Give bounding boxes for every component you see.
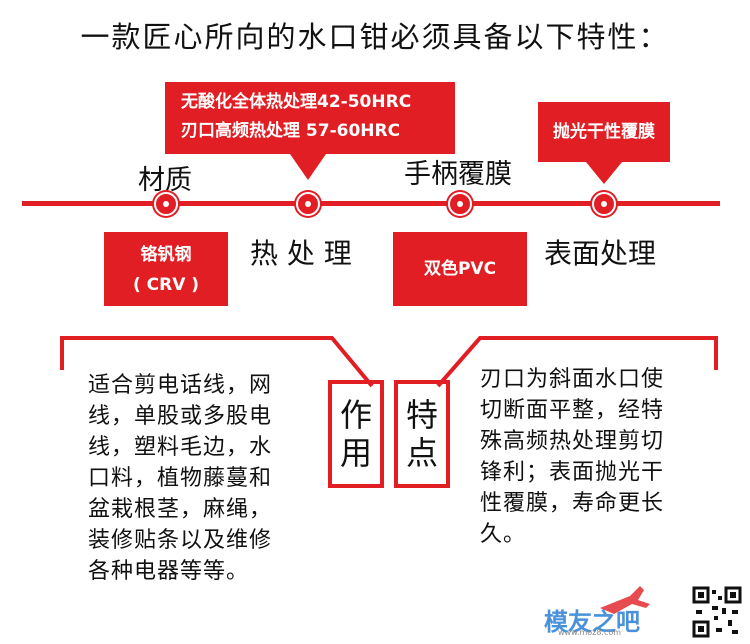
qr-code-icon bbox=[692, 586, 742, 638]
use-text-line: 各种电器等等。 bbox=[88, 559, 250, 584]
label-surface-treatment: 表面处理 bbox=[544, 237, 657, 270]
timeline-dot-heat bbox=[296, 192, 320, 216]
use-label-box: 作 用 bbox=[328, 380, 384, 488]
heat-callout-line-1: 无酸化全体热处理42-50HRC bbox=[181, 92, 412, 112]
feature-text-line: 刃口为斜面水口使 bbox=[480, 367, 665, 392]
material-callout: 铬钒钢 ( CRV ) bbox=[104, 232, 228, 306]
use-text-line: 口料，植物藤蔓和 bbox=[88, 466, 273, 491]
use-bracket-line bbox=[60, 336, 374, 388]
timeline-dot-surface bbox=[592, 192, 616, 216]
timeline-line bbox=[22, 201, 720, 206]
material-callout-line-2: ( CRV ) bbox=[132, 275, 200, 295]
label-handle-coating: 手柄覆膜 bbox=[404, 159, 512, 190]
page-title: 一款匠心所向的水口钳必须具备以下特性： bbox=[80, 20, 670, 54]
use-description: 适合剪电话线，网 线，单股或多股电 线，塑料毛边，水 口料，植物藤蔓和 盆栽根茎… bbox=[88, 370, 328, 587]
use-text-line: 线，塑料毛边，水 bbox=[88, 435, 273, 460]
airplane-icon bbox=[600, 586, 650, 614]
watermark-url: www.moz8.com bbox=[558, 628, 622, 637]
timeline-dot-material bbox=[154, 192, 178, 216]
feature-bracket-line bbox=[436, 336, 718, 388]
feature-text-line: 久。 bbox=[480, 522, 527, 547]
feature-text-line: 殊高频热处理剪切 bbox=[480, 429, 665, 454]
timeline-dot-handle bbox=[448, 192, 472, 216]
qr-code[interactable] bbox=[692, 586, 742, 638]
feature-label-box: 特 点 bbox=[394, 380, 450, 488]
use-text-line: 盆栽根茎，麻绳， bbox=[88, 497, 273, 522]
label-heat-treatment: 热 处 理 bbox=[250, 237, 352, 270]
feature-bracket bbox=[430, 330, 720, 390]
feature-label-char-2: 点 bbox=[405, 434, 438, 472]
feature-text-line: 性覆膜，寿命更长 bbox=[480, 491, 665, 516]
use-text-line: 适合剪电话线，网 bbox=[88, 373, 273, 398]
use-label-char-2: 用 bbox=[339, 434, 372, 472]
heat-callout-pointer bbox=[290, 154, 326, 180]
use-text-line: 线，单股或多股电 bbox=[88, 404, 273, 429]
surface-callout: 抛光干性覆膜 bbox=[538, 102, 670, 162]
use-bracket bbox=[60, 330, 390, 390]
use-label-char-1: 作 bbox=[339, 396, 372, 434]
heat-treatment-callout: 无酸化全体热处理42-50HRC 刃口高频热处理 57-60HRC bbox=[165, 82, 455, 154]
heat-callout-line-2: 刃口高频热处理 57-60HRC bbox=[181, 121, 401, 141]
surface-callout-pointer bbox=[586, 162, 622, 184]
feature-description: 刃口为斜面水口使 切断面平整，经特 殊高频热处理剪切 锋利；表面抛光干 性覆膜，… bbox=[480, 364, 725, 550]
watermark-logo: 模友之吧 www.moz8.com bbox=[540, 584, 690, 640]
material-callout-line-1: 铬钒钢 bbox=[140, 245, 192, 265]
watermark-brand: 模友之吧 bbox=[544, 608, 640, 636]
label-material: 材质 bbox=[138, 165, 192, 196]
handle-callout: 双色PVC bbox=[393, 232, 527, 306]
feature-label-char-1: 特 bbox=[405, 396, 438, 434]
feature-text-line: 切断面平整，经特 bbox=[480, 398, 665, 423]
use-text-line: 装修贴条以及维修 bbox=[88, 528, 273, 553]
feature-text-line: 锋利；表面抛光干 bbox=[480, 460, 665, 485]
